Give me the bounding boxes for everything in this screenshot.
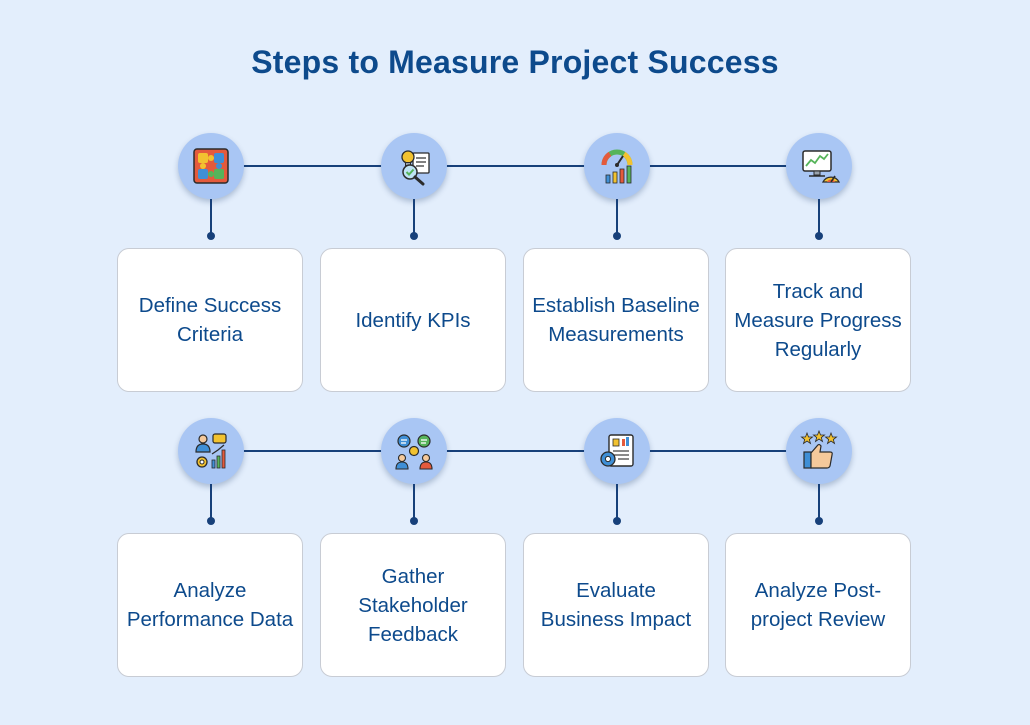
thumbs-up-stars-icon	[800, 430, 838, 469]
stem-dot	[815, 517, 823, 525]
step-card: Analyze Performance Data	[117, 533, 303, 677]
stakeholder-chat-icon	[395, 434, 433, 470]
step-node	[381, 133, 447, 199]
step-card: Identify KPIs	[320, 248, 506, 392]
stem-dot	[410, 517, 418, 525]
stem-line	[210, 199, 212, 235]
step-node	[786, 133, 852, 199]
step-card: Analyze Post-project Review	[725, 533, 911, 677]
stem-line	[413, 484, 415, 520]
row-connector-line	[210, 450, 810, 452]
step-card: Track and Measure Progress Regularly	[725, 248, 911, 392]
stem-dot	[815, 232, 823, 240]
stem-line	[818, 484, 820, 520]
stem-line	[413, 199, 415, 235]
stem-dot	[613, 232, 621, 240]
step-node	[178, 418, 244, 484]
stem-line	[210, 484, 212, 520]
step-card: Define Success Criteria	[117, 248, 303, 392]
puzzle-grid-icon	[193, 148, 229, 184]
stem-line	[818, 199, 820, 235]
step-label: Identify KPIs	[355, 308, 471, 332]
step-card: Establish Baseline Measurements	[523, 248, 709, 392]
step-label: Analyze Post-project Review	[750, 579, 886, 631]
step-card: Evaluate Business Impact	[523, 533, 709, 677]
stem-line	[616, 199, 618, 235]
stem-line	[616, 484, 618, 520]
gauge-bar-chart-icon	[601, 149, 633, 184]
stem-dot	[613, 517, 621, 525]
stem-dot	[207, 232, 215, 240]
business-report-gear-icon	[600, 434, 634, 467]
step-node	[178, 133, 244, 199]
step-label: Analyze Performance Data	[126, 579, 294, 631]
analyst-chart-gear-icon	[195, 433, 227, 469]
step-label: Evaluate Business Impact	[540, 579, 692, 631]
step-label: Track and Measure Progress Regularly	[734, 279, 902, 361]
step-node	[584, 418, 650, 484]
step-node	[786, 418, 852, 484]
step-label: Establish Baseline Measurements	[532, 294, 700, 346]
step-node	[381, 418, 447, 484]
stem-dot	[410, 232, 418, 240]
step-label: Gather Stakeholder Feedback	[358, 564, 468, 646]
lightbulb-magnifier-icon	[401, 150, 430, 186]
step-label: Define Success Criteria	[138, 294, 282, 346]
stem-dot	[207, 517, 215, 525]
page-title: Steps to Measure Project Success	[251, 44, 779, 80]
step-node	[584, 133, 650, 199]
monitor-speedometer-icon	[802, 150, 840, 183]
step-card: Gather Stakeholder Feedback	[320, 533, 506, 677]
row-connector-line	[210, 165, 810, 167]
